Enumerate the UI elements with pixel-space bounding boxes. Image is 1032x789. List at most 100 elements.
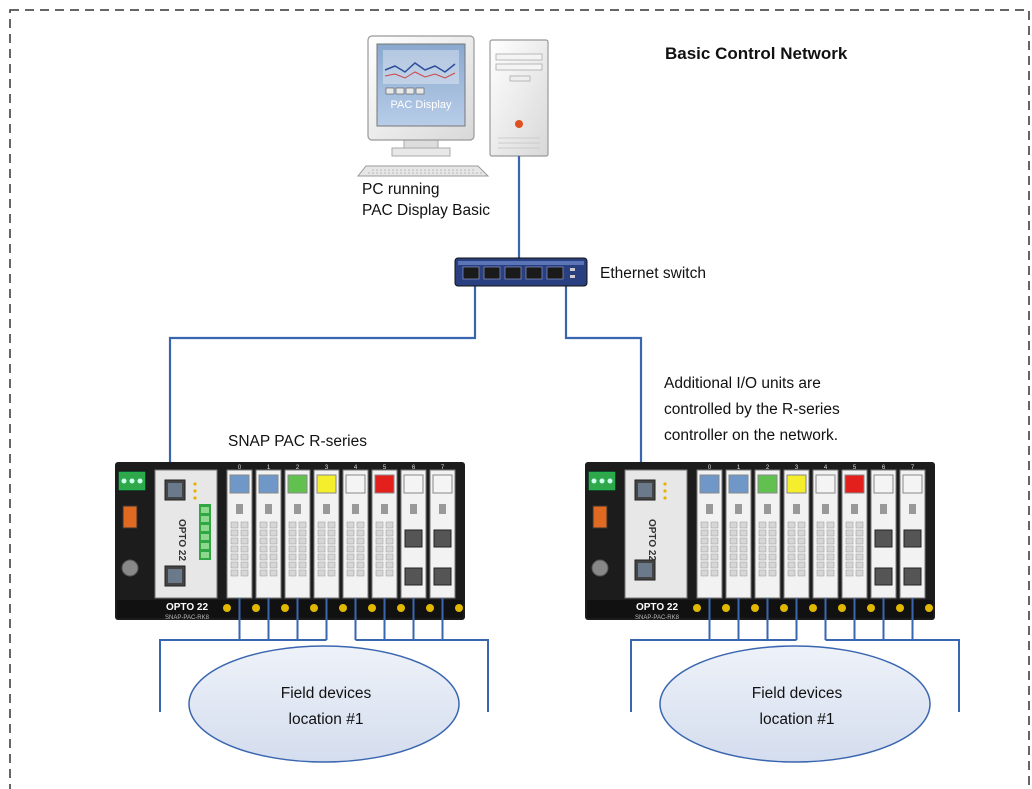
field-devices-left-ellipse xyxy=(188,645,460,763)
field-right-line1: Field devices xyxy=(752,685,843,702)
io-module-cap-3 xyxy=(316,474,337,494)
rack-right-note-line1: Additional I/O units are xyxy=(664,375,821,392)
terminal-slot xyxy=(230,561,239,569)
module-number-2: 2 xyxy=(766,465,770,471)
module-rj-port-1 xyxy=(404,529,423,548)
terminal-slot xyxy=(816,553,825,561)
terminal-slot xyxy=(729,521,738,529)
terminal-slot xyxy=(768,537,777,545)
terminal-slot xyxy=(356,553,365,561)
terminal-slot xyxy=(768,553,777,561)
controller-brand: OPTO 22 xyxy=(646,519,657,561)
ethernet-port-2-socket xyxy=(638,563,652,577)
terminal-slot xyxy=(826,553,835,561)
terminal-slot xyxy=(298,529,307,537)
terminal-slot xyxy=(816,561,825,569)
rail-fuse xyxy=(426,604,434,612)
module-rj-port-2 xyxy=(404,567,423,586)
fuse xyxy=(592,505,608,529)
rack-right-note-line3: controller on the network. xyxy=(664,427,838,444)
diagram-border xyxy=(9,9,1030,789)
terminal-slot xyxy=(346,569,355,577)
rail-fuse xyxy=(281,604,289,612)
io-module-cap-5 xyxy=(844,474,865,494)
rail-fuse xyxy=(455,604,463,612)
module-number-6: 6 xyxy=(412,465,416,471)
terminal-slot xyxy=(739,537,748,545)
io-module-cap-3 xyxy=(786,474,807,494)
mount-hole xyxy=(591,559,609,577)
terminal-slot xyxy=(269,529,278,537)
terminal-slot xyxy=(269,521,278,529)
terminal-slot xyxy=(797,545,806,553)
module-latch xyxy=(851,504,858,514)
rail-fuse xyxy=(693,604,701,612)
terminal-slot xyxy=(700,561,709,569)
module-number-3: 3 xyxy=(325,465,329,471)
terminal-slot xyxy=(288,529,297,537)
module-latch xyxy=(909,504,916,514)
module-number-1: 1 xyxy=(737,465,741,471)
rack-model: SNAP-PAC-RK8 xyxy=(165,615,210,621)
terminal-slot xyxy=(739,521,748,529)
terminal-slot xyxy=(845,561,854,569)
terminal-slot xyxy=(729,561,738,569)
module-latch xyxy=(265,504,272,514)
terminal-slot xyxy=(739,569,748,577)
module-latch xyxy=(410,504,417,514)
terminal-slot xyxy=(729,537,738,545)
terminal-slot xyxy=(845,521,854,529)
ethernet-port-1-socket xyxy=(638,483,652,497)
terminal-slot xyxy=(317,529,326,537)
terminal-slot xyxy=(739,545,748,553)
terminal-slot xyxy=(710,553,719,561)
terminal-slot xyxy=(729,569,738,577)
cable-switch-rack-left xyxy=(168,276,477,496)
io-module-cap-1 xyxy=(258,474,279,494)
terminal-slot xyxy=(768,529,777,537)
rail-fuse xyxy=(310,604,318,612)
rail-fuse xyxy=(809,604,817,612)
field-right-line2: location #1 xyxy=(760,711,835,728)
terminal-slot xyxy=(375,537,384,545)
module-rj-port-1 xyxy=(874,529,893,548)
terminal-slot xyxy=(787,529,796,537)
rail-fuse xyxy=(722,604,730,612)
terminal-slot xyxy=(317,561,326,569)
terminal-slot xyxy=(375,569,384,577)
field-wires-right xyxy=(630,598,960,712)
terminal-slot xyxy=(758,521,767,529)
terminal-slot xyxy=(768,561,777,569)
io-module-cap-0 xyxy=(229,474,250,494)
io-module-cap-5 xyxy=(374,474,395,494)
field-wires-left xyxy=(159,598,489,712)
controller-brand: OPTO 22 xyxy=(176,519,187,561)
module-latch xyxy=(439,504,446,514)
terminal-slot xyxy=(787,545,796,553)
module-latch xyxy=(793,504,800,514)
pc-icon: PAC Display xyxy=(356,35,549,177)
terminal-slot xyxy=(710,561,719,569)
terminal-slot xyxy=(356,521,365,529)
terminal-slot xyxy=(758,529,767,537)
module-rj-port-2 xyxy=(874,567,893,586)
terminal-slot xyxy=(230,553,239,561)
terminal-slot xyxy=(797,553,806,561)
terminal-slot xyxy=(385,521,394,529)
terminal-slot xyxy=(855,553,864,561)
status-led xyxy=(193,496,197,500)
terminal-slot xyxy=(240,569,249,577)
terminal-slot xyxy=(230,569,239,577)
module-latch xyxy=(880,504,887,514)
field-bus-left-run xyxy=(630,639,710,712)
io-module-cap-0 xyxy=(699,474,720,494)
rail-fuse xyxy=(838,604,846,612)
terminal-slot xyxy=(855,537,864,545)
io-module-cap-1 xyxy=(728,474,749,494)
terminal-slot xyxy=(346,553,355,561)
terminal-screw xyxy=(591,478,597,484)
terminal-slot xyxy=(259,553,268,561)
terminal-slot xyxy=(259,561,268,569)
fuse xyxy=(122,505,138,529)
terminal-slot xyxy=(787,561,796,569)
